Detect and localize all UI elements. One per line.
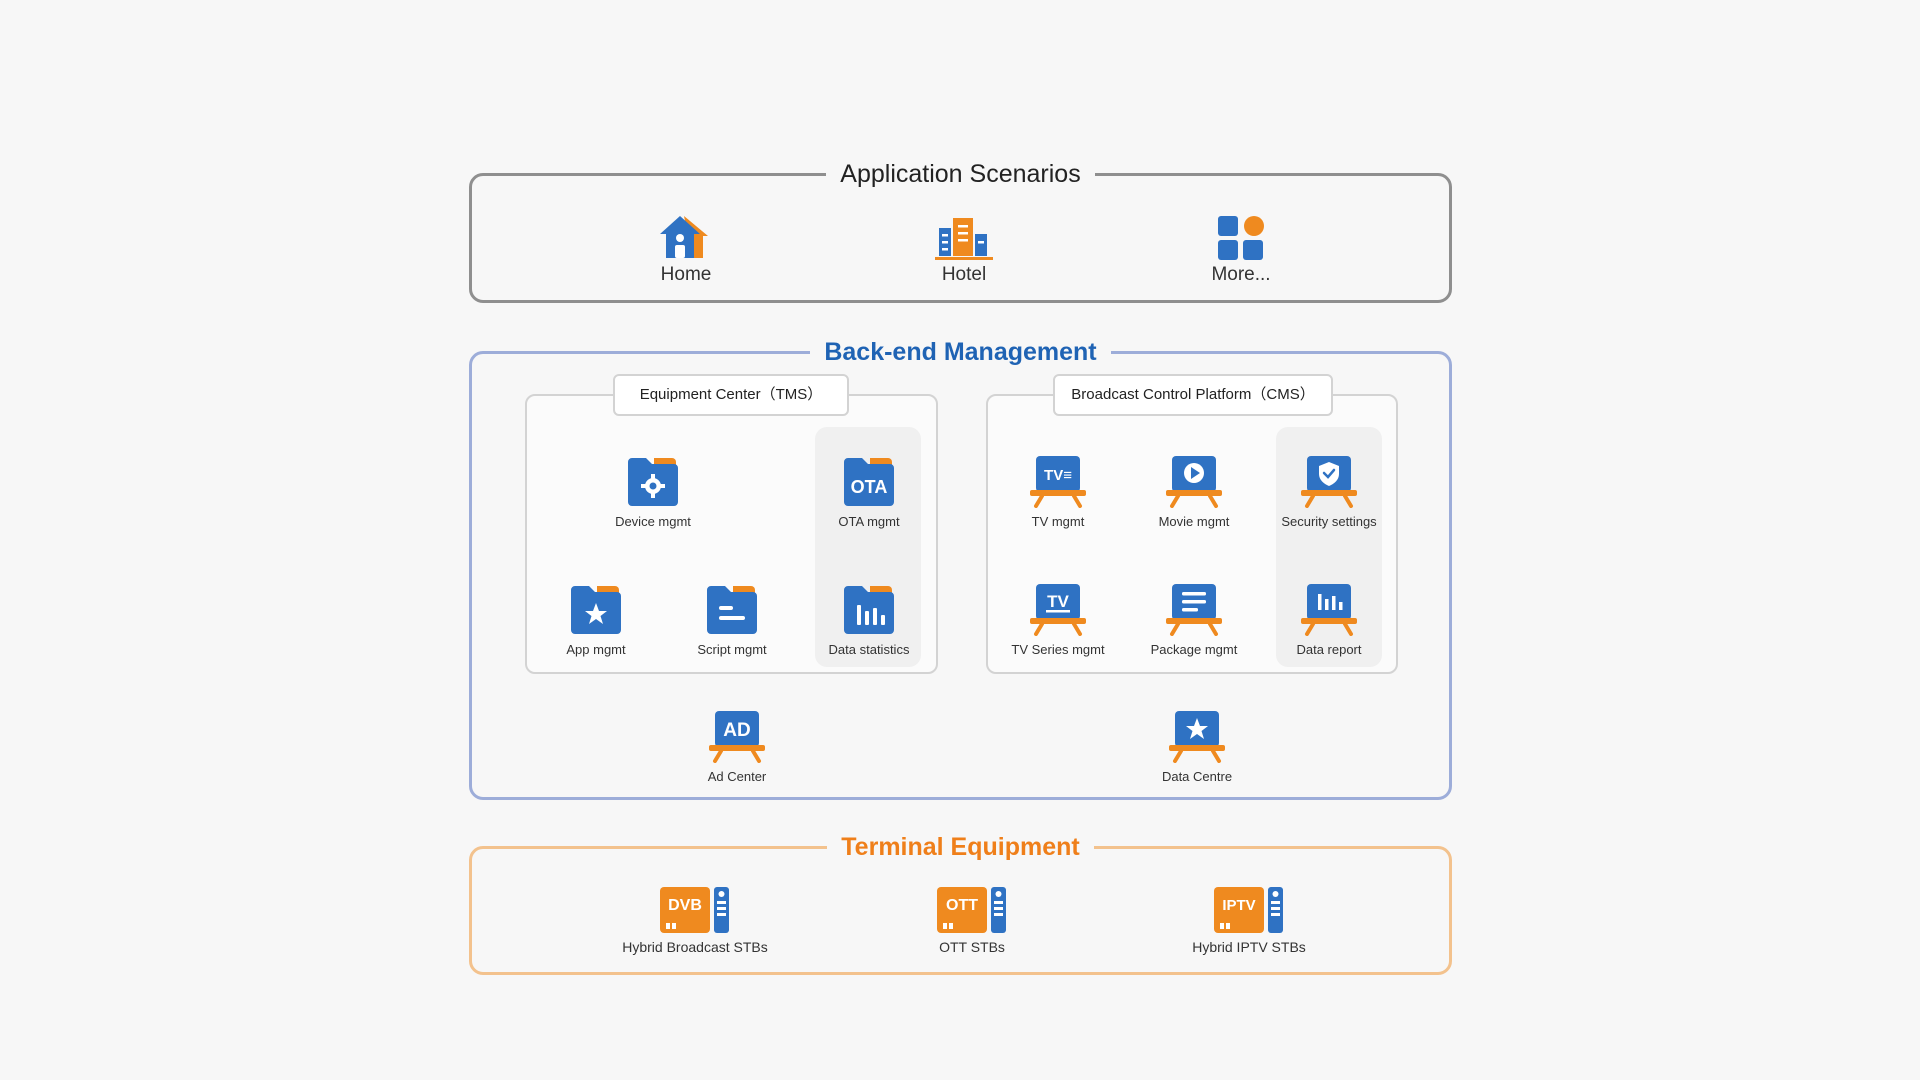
- terminal-equipment-title: Terminal Equipment: [827, 833, 1094, 861]
- house-icon: [660, 216, 708, 258]
- tv-badge-text: TV≡: [1044, 467, 1072, 484]
- folder-star-icon: [571, 586, 621, 634]
- cms-item-tv-series[interactable]: TV TV Series mgmt: [983, 582, 1133, 657]
- tv-series-icon: TV: [1030, 584, 1086, 636]
- ota-badge-text: OTA: [851, 477, 888, 497]
- item-label: Ad Center: [707, 769, 767, 784]
- tms-item-device[interactable]: Device mgmt: [578, 456, 728, 529]
- tms-item-data-statistics[interactable]: Data statistics: [794, 584, 944, 657]
- folder-script-icon: [707, 586, 757, 634]
- shield-icon: [1301, 456, 1357, 508]
- ott-stb-icon: OTT: [937, 887, 1006, 933]
- cms-item-package[interactable]: Package mgmt: [1119, 582, 1269, 657]
- backend-management-frame: Back-end Management Equipment Center（TMS…: [469, 338, 1452, 800]
- dvb-badge-text: DVB: [668, 897, 702, 914]
- item-label: Data statistics: [828, 642, 910, 657]
- backend-management-title: Back-end Management: [810, 338, 1111, 366]
- ott-badge-text: OTT: [946, 897, 978, 914]
- ad-icon: AD: [709, 711, 765, 763]
- report-chart-icon: [1301, 584, 1357, 636]
- ad-center[interactable]: AD Ad Center: [662, 709, 812, 784]
- tv-icon: TV≡: [1030, 456, 1086, 508]
- more-grid-icon: [1218, 216, 1264, 260]
- terminal-item-ott[interactable]: OTT OTT STBs: [862, 887, 1082, 955]
- tms-item-ota[interactable]: OTA OTA mgmt: [794, 456, 944, 529]
- dvb-stb-icon: DVB: [660, 887, 729, 933]
- item-label: App mgmt: [566, 642, 626, 657]
- scenario-label: More...: [1211, 264, 1271, 285]
- iptv-stb-icon: IPTV: [1214, 887, 1283, 933]
- item-label: Data report: [1296, 642, 1362, 657]
- terminal-equipment-frame: Terminal Equipment DVB Hybrid Broadcast …: [469, 833, 1452, 975]
- cms-item-security[interactable]: Security settings: [1254, 454, 1404, 529]
- scenario-label: Hotel: [941, 264, 987, 285]
- cms-item-tv[interactable]: TV≡ TV mgmt: [983, 454, 1133, 529]
- item-label: Device mgmt: [615, 514, 691, 529]
- tv-series-badge-text: TV: [1047, 592, 1069, 611]
- application-scenarios-title: Application Scenarios: [826, 160, 1095, 188]
- item-label: Security settings: [1281, 514, 1377, 529]
- cms-panel: Broadcast Control Platform（CMS） TV≡ TV m…: [983, 374, 1398, 674]
- item-label: Hybrid IPTV STBs: [1192, 939, 1306, 955]
- tms-panel: Equipment Center（TMS） Device mgmt OTA OT…: [525, 374, 938, 674]
- item-label: Script mgmt: [697, 642, 767, 657]
- terminal-item-iptv[interactable]: IPTV Hybrid IPTV STBs: [1139, 887, 1359, 955]
- iptv-badge-text: IPTV: [1222, 897, 1255, 914]
- application-scenarios-frame: Application Scenarios Home Hotel Mo: [469, 160, 1452, 303]
- package-list-icon: [1166, 584, 1222, 636]
- cms-item-movie[interactable]: Movie mgmt: [1119, 454, 1269, 529]
- movie-play-icon: [1166, 456, 1222, 508]
- item-label: Hybrid Broadcast STBs: [622, 939, 768, 955]
- tms-item-script[interactable]: Script mgmt: [657, 584, 807, 657]
- tms-title: Equipment Center（TMS）: [613, 374, 849, 416]
- item-label: TV mgmt: [1031, 514, 1085, 529]
- scenario-more[interactable]: More...: [1161, 214, 1321, 286]
- tms-item-app[interactable]: App mgmt: [521, 584, 671, 657]
- item-label: Package mgmt: [1150, 642, 1238, 657]
- ad-badge-text: AD: [723, 720, 750, 741]
- hotel-building-icon: [935, 218, 993, 260]
- scenario-label: Home: [660, 264, 712, 285]
- cms-title: Broadcast Control Platform（CMS）: [1053, 374, 1333, 416]
- item-label: Data Centre: [1161, 769, 1233, 784]
- terminal-item-dvb[interactable]: DVB Hybrid Broadcast STBs: [585, 887, 805, 955]
- data-centre[interactable]: Data Centre: [1122, 709, 1272, 784]
- scenario-hotel[interactable]: Hotel: [884, 214, 1044, 286]
- item-label: Movie mgmt: [1158, 514, 1230, 529]
- item-label: TV Series mgmt: [1011, 642, 1105, 657]
- star-board-icon: [1169, 711, 1225, 763]
- folder-chart-icon: [844, 586, 894, 634]
- scenario-home[interactable]: Home: [606, 214, 766, 286]
- item-label: OTA mgmt: [838, 514, 900, 529]
- folder-gear-icon: [628, 458, 678, 506]
- item-label: OTT STBs: [939, 939, 1005, 955]
- folder-ota-icon: OTA: [844, 458, 894, 506]
- cms-item-data-report[interactable]: Data report: [1254, 582, 1404, 657]
